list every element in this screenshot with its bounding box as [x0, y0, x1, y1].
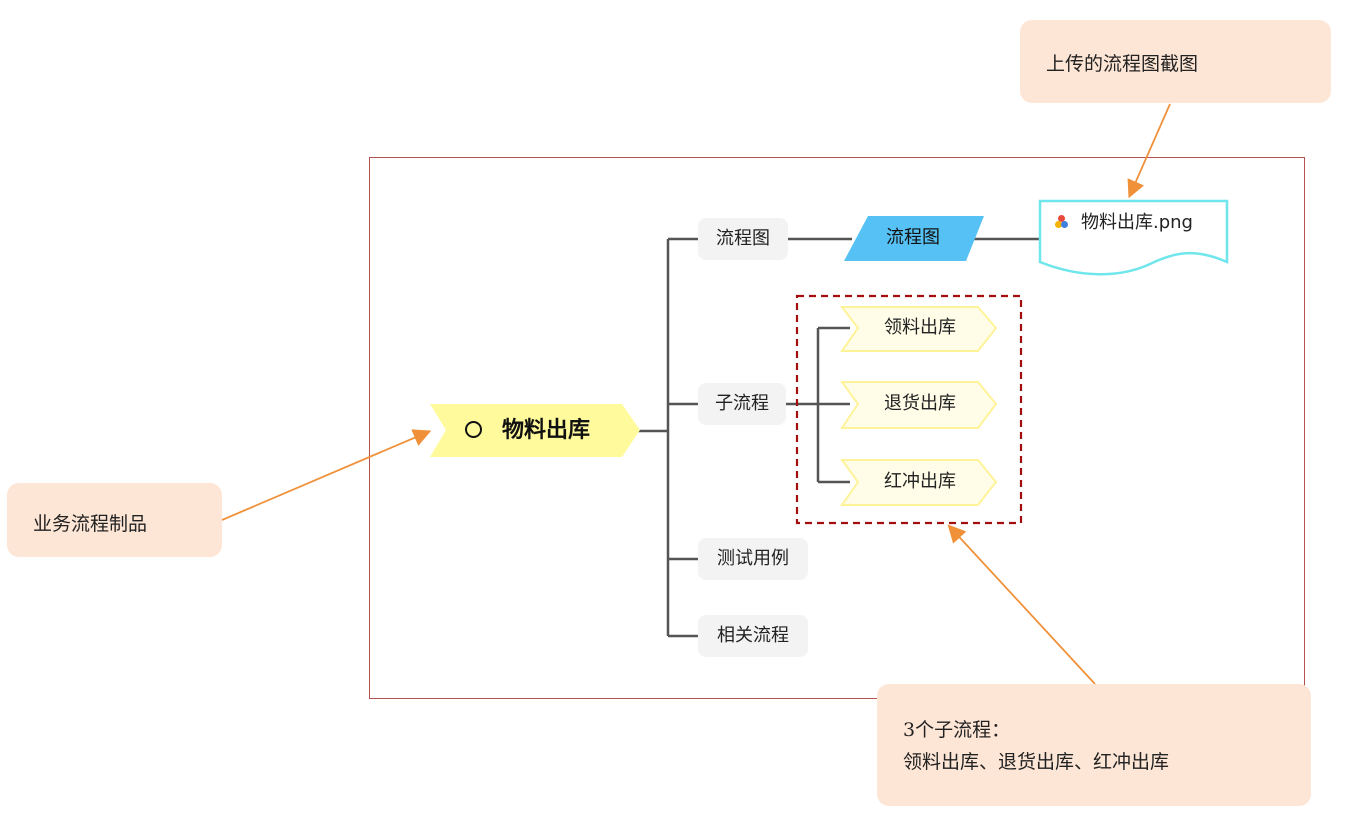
flowchart-node-label: 流程图	[886, 227, 940, 248]
callout-bottom-line2: 领料出库、退货出库、红冲出库	[903, 751, 1170, 773]
branch-flowchart-label: 流程图	[716, 228, 770, 249]
subprocess-item-2[interactable]: 退货出库	[850, 382, 990, 426]
arrow-to-root	[221, 429, 432, 521]
callout-uploaded-screenshot: 上传的流程图截图	[1020, 20, 1331, 103]
sub-node-shape-3	[840, 459, 998, 506]
callout-process-artifact: 业务流程制品	[7, 483, 222, 557]
root-node[interactable]: 物料出库	[465, 404, 590, 457]
subprocess-item-1-label: 领料出库	[884, 317, 956, 338]
arrow-to-subprocesses	[947, 524, 1096, 685]
subprocess-dashed-box	[795, 294, 1023, 525]
arrow-to-file	[1127, 103, 1171, 199]
branch-related-label: 相关流程	[717, 625, 789, 646]
circle-icon	[465, 421, 482, 438]
callout-left-text: 业务流程制品	[33, 513, 148, 535]
flowchart-node-shape	[844, 216, 984, 261]
file-node-shape	[1038, 199, 1229, 276]
branch-subprocess[interactable]: 子流程	[698, 383, 786, 425]
subprocess-item-3[interactable]: 红冲出库	[850, 460, 990, 504]
color-dots-icon	[1055, 215, 1069, 229]
root-node-shape	[430, 404, 640, 457]
callout-top-text: 上传的流程图截图	[1046, 53, 1199, 75]
branch-flowchart[interactable]: 流程图	[698, 218, 788, 260]
branch-subprocess-label: 子流程	[715, 393, 769, 414]
flowchart-node[interactable]: 流程图	[844, 216, 982, 260]
branch-related[interactable]: 相关流程	[698, 615, 808, 657]
branch-testcase-label: 测试用例	[717, 548, 789, 569]
branch-testcase[interactable]: 测试用例	[698, 538, 808, 580]
diagram-frame	[369, 157, 1305, 699]
root-node-label: 物料出库	[502, 418, 591, 443]
subprocess-item-2-label: 退货出库	[884, 393, 956, 414]
subprocess-item-3-label: 红冲出库	[884, 471, 956, 492]
attachment-node[interactable]: 物料出库.png	[1055, 203, 1193, 243]
sub-node-shape-2	[840, 381, 998, 429]
attachment-file-name: 物料出库.png	[1081, 212, 1193, 233]
subprocess-item-1[interactable]: 领料出库	[850, 306, 990, 350]
callout-bottom-line1: 3个子流程：	[903, 719, 1011, 741]
callout-subprocess-note: 3个子流程： 领料出库、退货出库、红冲出库	[877, 684, 1311, 806]
sub-node-shape-1	[839, 306, 998, 352]
